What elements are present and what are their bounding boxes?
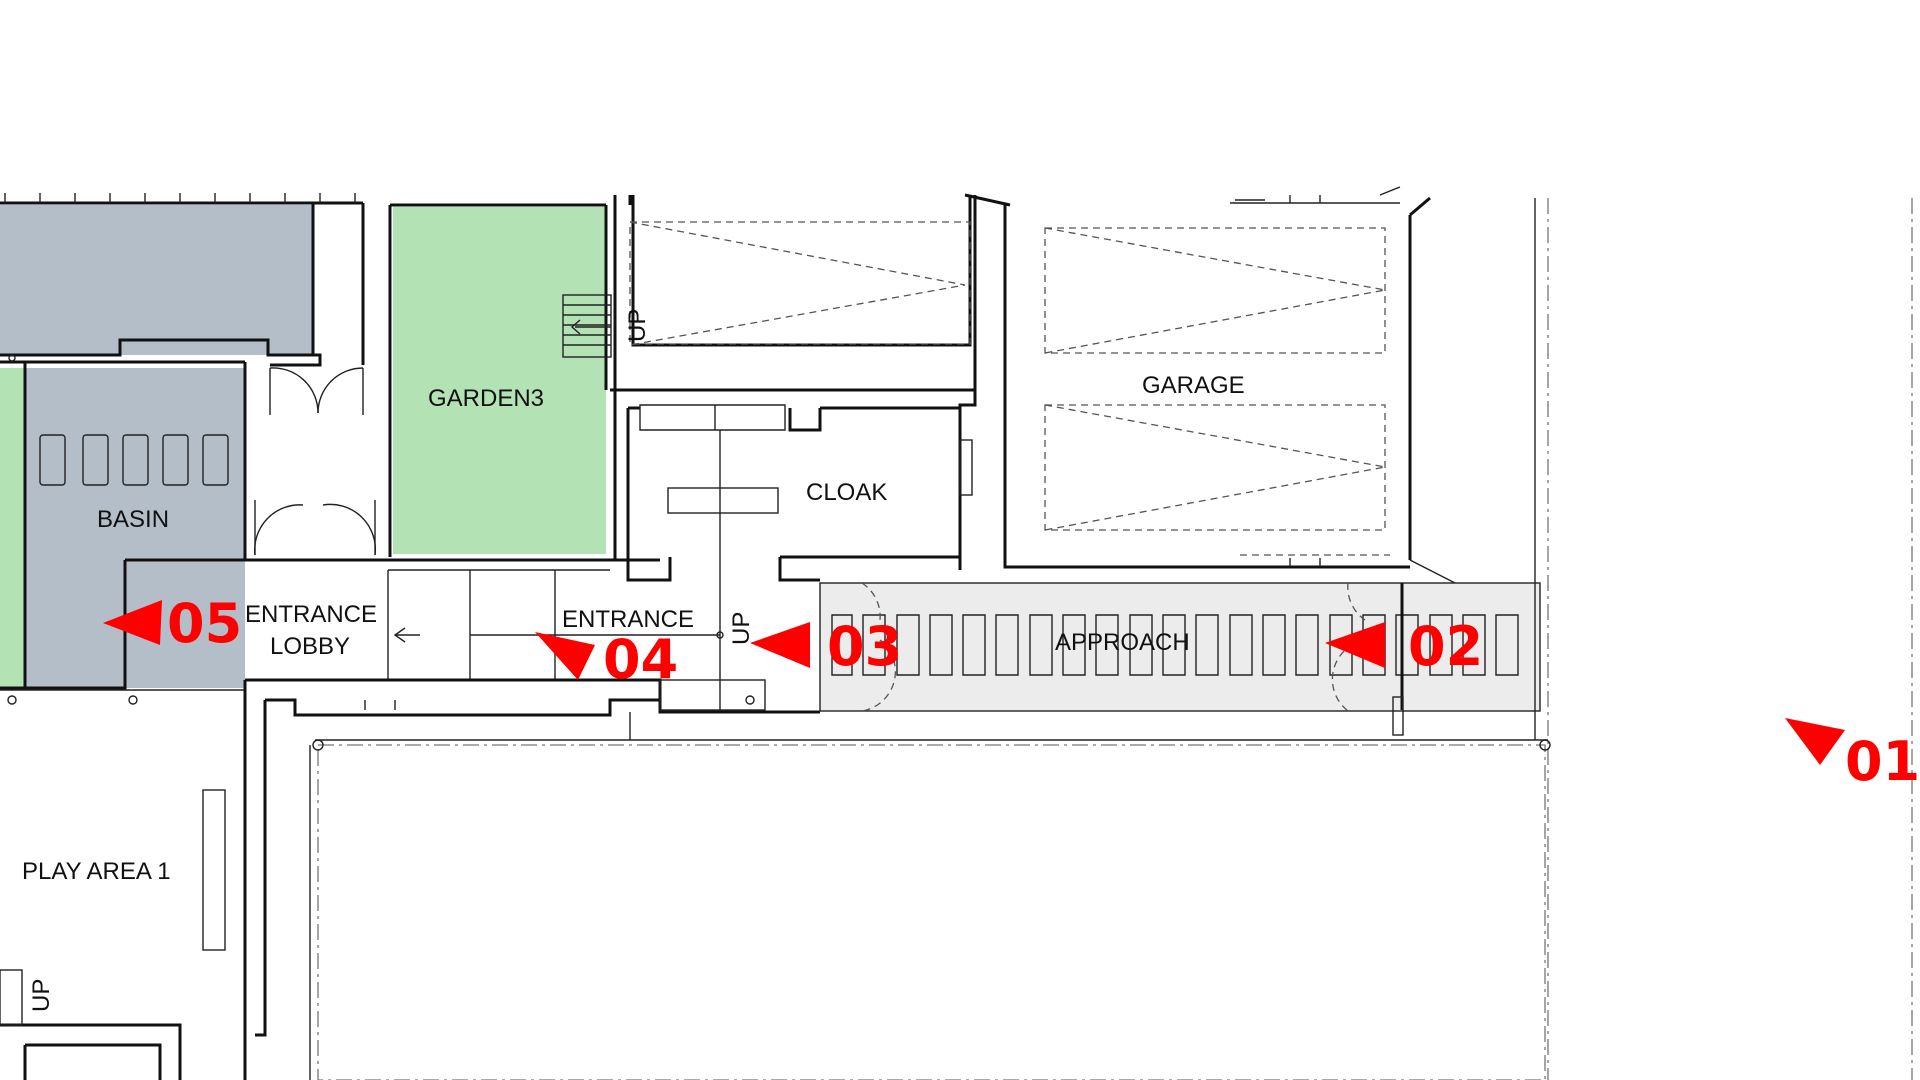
entrance-lobby-label-line1: ENTRANCE xyxy=(245,601,377,628)
basin-fill-top xyxy=(0,205,313,355)
garden3-fill xyxy=(393,207,606,554)
view-marker-04-label: 04 xyxy=(603,628,678,691)
basin-sinks xyxy=(39,434,229,486)
view-marker-arrow-icon xyxy=(535,632,595,680)
garden-fill-left xyxy=(0,368,25,688)
view-marker-05-label: 05 xyxy=(167,592,242,655)
garden3-walls xyxy=(388,195,617,560)
approach-label: APPROACH xyxy=(1055,629,1190,656)
view-marker-04: 04 xyxy=(535,628,678,691)
double-doors xyxy=(254,367,377,556)
view-marker-arrow-icon xyxy=(1785,718,1845,765)
cloak-walls xyxy=(610,388,977,710)
approach-fill xyxy=(820,583,1540,711)
garden3-label: GARDEN3 xyxy=(428,385,544,412)
view-marker-arrow-icon xyxy=(1325,622,1385,668)
view-marker-01: 01 xyxy=(1785,718,1920,793)
view-marker-03-label: 03 xyxy=(827,615,902,678)
site-boundary xyxy=(309,198,1913,1080)
garage-walls xyxy=(1003,196,1456,584)
play-area-walls xyxy=(0,789,226,1080)
view-marker-arrow-icon xyxy=(103,600,162,645)
view-marker-01-label: 01 xyxy=(1845,730,1920,793)
basin-label: BASIN xyxy=(97,506,169,533)
view-marker-03: 03 xyxy=(750,615,902,678)
entrance-label: ENTRANCE xyxy=(562,606,694,633)
stair-up-label-entrance: UP xyxy=(728,612,755,645)
upper-garage xyxy=(562,195,977,390)
view-marker-05: 05 xyxy=(103,592,242,655)
view-marker-02: 02 xyxy=(1325,615,1483,678)
play-area-label: PLAY AREA 1 xyxy=(22,858,171,885)
view-marker-arrow-icon xyxy=(750,622,810,668)
stair-up-label-upper: UP xyxy=(624,309,651,342)
top-wall xyxy=(0,186,1401,207)
basin-walls xyxy=(0,203,660,705)
stair-up-label-play-area: UP xyxy=(28,979,55,1012)
approach-paving xyxy=(819,582,1541,736)
garage-label: GARAGE xyxy=(1142,372,1245,399)
entrance-lobby-label-line2: LOBBY xyxy=(270,633,350,660)
entrance-walls xyxy=(243,569,820,1080)
cloak-label: CLOAK xyxy=(806,479,887,506)
view-marker-02-label: 02 xyxy=(1408,615,1483,678)
